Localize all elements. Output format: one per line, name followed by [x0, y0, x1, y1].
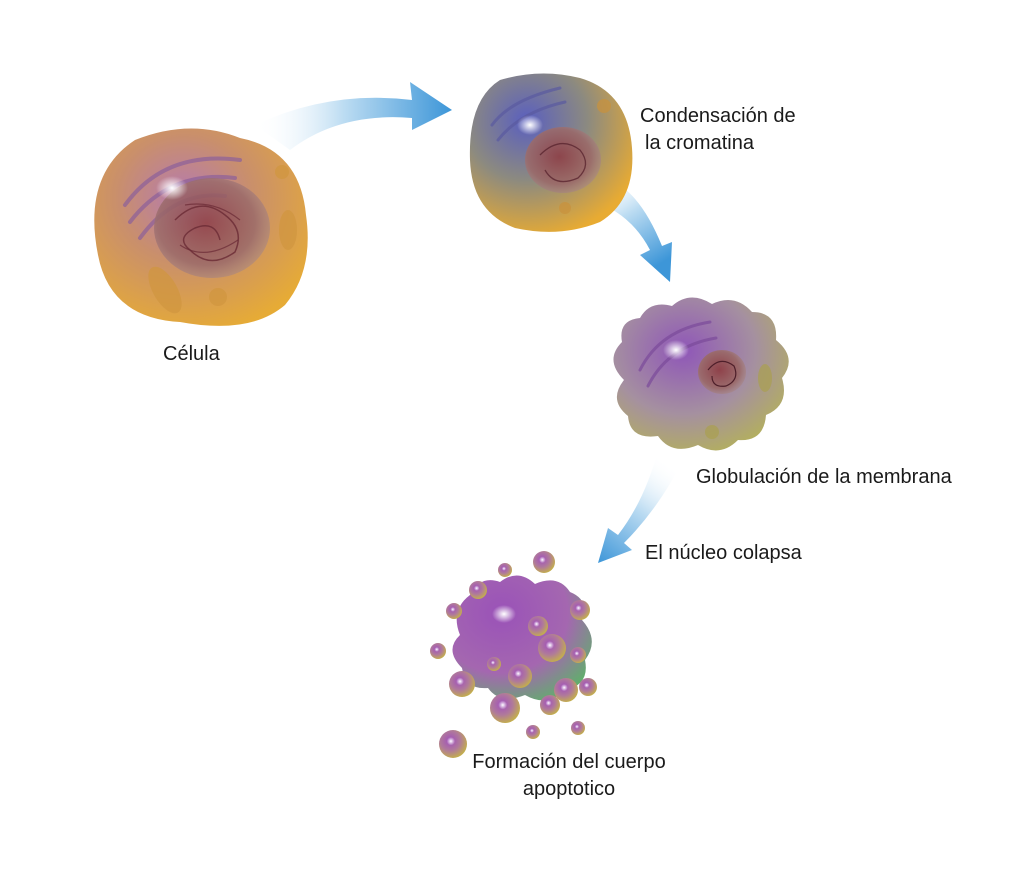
vesicle-highlight: [498, 700, 508, 710]
vesicle-highlight: [450, 607, 456, 612]
vesicle-highlight: [533, 621, 540, 627]
arrow-icon: [598, 450, 688, 563]
label-membrane: Globulación de la membrana: [696, 464, 952, 491]
cell-icon: [94, 128, 308, 326]
vesicle-highlight: [446, 737, 456, 746]
vesicle-highlight: [529, 728, 535, 733]
label-cell: Célula: [163, 341, 220, 368]
vesicle-highlight: [575, 605, 582, 611]
vesicle-highlight: [434, 647, 440, 652]
vesicle-highlight: [560, 684, 568, 692]
label-nucleus-text: El núcleo colapsa: [645, 542, 802, 564]
vesicle-highlight: [490, 660, 496, 665]
nucleus-icon: [698, 350, 746, 394]
label-body-line1: Formación del cuerpo: [472, 751, 666, 773]
vesicle-highlight: [501, 566, 507, 571]
vesicle-highlight: [574, 724, 580, 729]
label-membrane-text: Globulación de la membrana: [696, 466, 952, 488]
cell-icon: [613, 297, 789, 451]
vesicle-highlight: [456, 677, 464, 686]
vesicle-highlight: [583, 682, 590, 688]
label-cell-text: Célula: [163, 343, 220, 365]
label-chromatin-line1: Condensación de: [640, 105, 796, 127]
label-chromatin-line2: la cromatina: [645, 132, 754, 154]
vesicle-icon: [430, 551, 597, 758]
vesicle-highlight: [545, 700, 552, 706]
arrow-icon: [255, 82, 452, 150]
nucleus-icon: [154, 178, 270, 278]
nucleus-icon: [525, 127, 601, 193]
vesicle-highlight: [514, 670, 522, 678]
label-nucleus: El núcleo colapsa: [645, 540, 802, 567]
label-body-line2: apoptotico: [522, 778, 616, 800]
label-apoptotic-body: Formación del cuerpo apoptotico: [458, 749, 680, 803]
vesicle-highlight: [545, 641, 555, 650]
vesicle-highlight: [539, 556, 546, 564]
cell-icon: [469, 73, 633, 232]
cell-icon: [452, 575, 592, 701]
vesicle-highlight: [473, 585, 480, 591]
vesicle-highlight: [574, 651, 580, 656]
label-chromatin: Condensación de la cromatina: [640, 103, 796, 157]
